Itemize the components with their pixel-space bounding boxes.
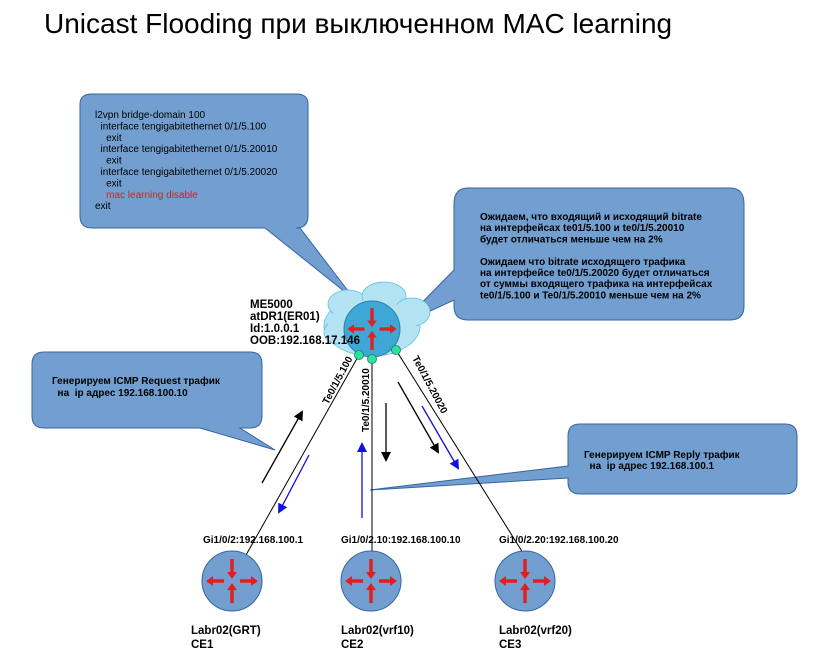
expectation-line: от суммы входящего трафика на интерфейса… xyxy=(480,278,713,290)
expectation-text: Ожидаем, что входящий и исходящий bitrat… xyxy=(480,212,713,301)
config-line: mac learning disable xyxy=(95,190,198,201)
request-arrow-up-ce1 xyxy=(261,410,303,484)
router-name-ce3: Labr02(vrf20) xyxy=(499,625,572,637)
expectation-line: на интерфейсах te01/5.100 и te0/1/5.2001… xyxy=(480,222,685,234)
core-router[interactable] xyxy=(343,300,401,364)
request-line: на ip адрес 192.168.100.10 xyxy=(52,388,188,399)
router-role-ce1: CE1 xyxy=(191,639,214,651)
port-dot-ce3 xyxy=(391,345,401,355)
config-line: exit xyxy=(95,133,122,144)
config-line: interface tengigabitethernet 0/1/5.20020 xyxy=(95,167,278,178)
router-name-ce1: Labr02(GRT) xyxy=(191,625,261,637)
link-label-ce2: Te0/1/5.20010 xyxy=(361,368,372,432)
core-router-line: atDR1(ER01) xyxy=(250,311,320,323)
reply-line: на ip адрес 192.168.100.1 xyxy=(584,461,715,472)
request-line: Генерируем ICMP Request трафик xyxy=(52,375,221,387)
expectation-line: будет отличаться меньше чем на 2% xyxy=(480,233,663,245)
request-callout: Генерируем ICMP Request трафик на ip адр… xyxy=(31,351,276,451)
config-line: exit xyxy=(95,178,122,189)
request-text: Генерируем ICMP Request трафик на ip адр… xyxy=(52,375,221,399)
link-ce3 xyxy=(395,349,524,554)
port-label-ce3: Gi1/0/2.20:192.168.100.20 xyxy=(499,535,619,546)
edge-router-ce2[interactable] xyxy=(340,550,402,612)
config-line: l2vpn bridge-domain 100 xyxy=(95,110,206,121)
config-callout: l2vpn bridge-domain 100 interface tengig… xyxy=(79,93,356,301)
reply-text: Генерируем ICMP Reply трафик на ip адрес… xyxy=(584,449,741,472)
link-label-ce1: Te0/1/5.100 xyxy=(321,354,356,406)
port-label-ce2: Gi1/0/2.10:192.168.100.10 xyxy=(341,535,461,546)
link-label-ce3: Te0/1/5.20020 xyxy=(409,354,449,416)
port-dot-ce1 xyxy=(354,350,364,360)
reply-callout: Генерируем ICMP Reply трафик на ip адрес… xyxy=(369,423,798,495)
core-router-line: ME5000 xyxy=(250,299,293,311)
edge-router-ce1[interactable] xyxy=(201,550,263,612)
traffic-arrows xyxy=(261,381,460,518)
expectation-line: Ожидаем что bitrate исходящего трафика xyxy=(480,256,686,268)
expectation-line: te0/1/5.100 и Te0/1/5.20010 меньше чем н… xyxy=(480,290,701,301)
flood-blue-arrow-down-ce3 xyxy=(421,405,460,470)
router-role-ce2: CE2 xyxy=(341,639,363,651)
router-role-ce3: CE3 xyxy=(499,639,521,651)
router-name-ce2: Labr02(vrf10) xyxy=(341,625,414,637)
config-text: l2vpn bridge-domain 100 interface tengig… xyxy=(95,110,278,212)
port-label-ce1: Gi1/0/2:192.168.100.1 xyxy=(203,535,304,546)
config-line: interface tengigabitethernet 0/1/5.100 xyxy=(95,121,267,132)
expectation-callout: Ожидаем, что входящий и исходящий bitrat… xyxy=(399,187,745,326)
edge-router-ce3[interactable] xyxy=(494,550,556,612)
flood-arrow-down-ce3 xyxy=(397,381,439,454)
reply-arrow-down-ce1 xyxy=(278,454,310,514)
link-ce1 xyxy=(245,354,360,556)
expectation-line: на интерфейсе te0/1/5.20020 будет отлича… xyxy=(480,267,710,279)
links xyxy=(245,349,524,556)
core-router-line: Id:1.0.0.1 xyxy=(250,323,300,335)
expectation-line xyxy=(480,246,483,257)
config-line: exit xyxy=(95,201,111,212)
expectation-line: Ожидаем, что входящий и исходящий bitrat… xyxy=(480,212,702,223)
page-title: Unicast Flooding при выключенном MAC lea… xyxy=(44,8,672,39)
core-router-line: OOB:192.168.17.146 xyxy=(250,335,360,347)
config-line: interface tengigabitethernet 0/1/5.20010 xyxy=(95,144,278,155)
config-line: exit xyxy=(95,156,122,167)
port-dot-ce2 xyxy=(367,354,377,364)
reply-line: Генерируем ICMP Reply трафик xyxy=(584,449,741,461)
